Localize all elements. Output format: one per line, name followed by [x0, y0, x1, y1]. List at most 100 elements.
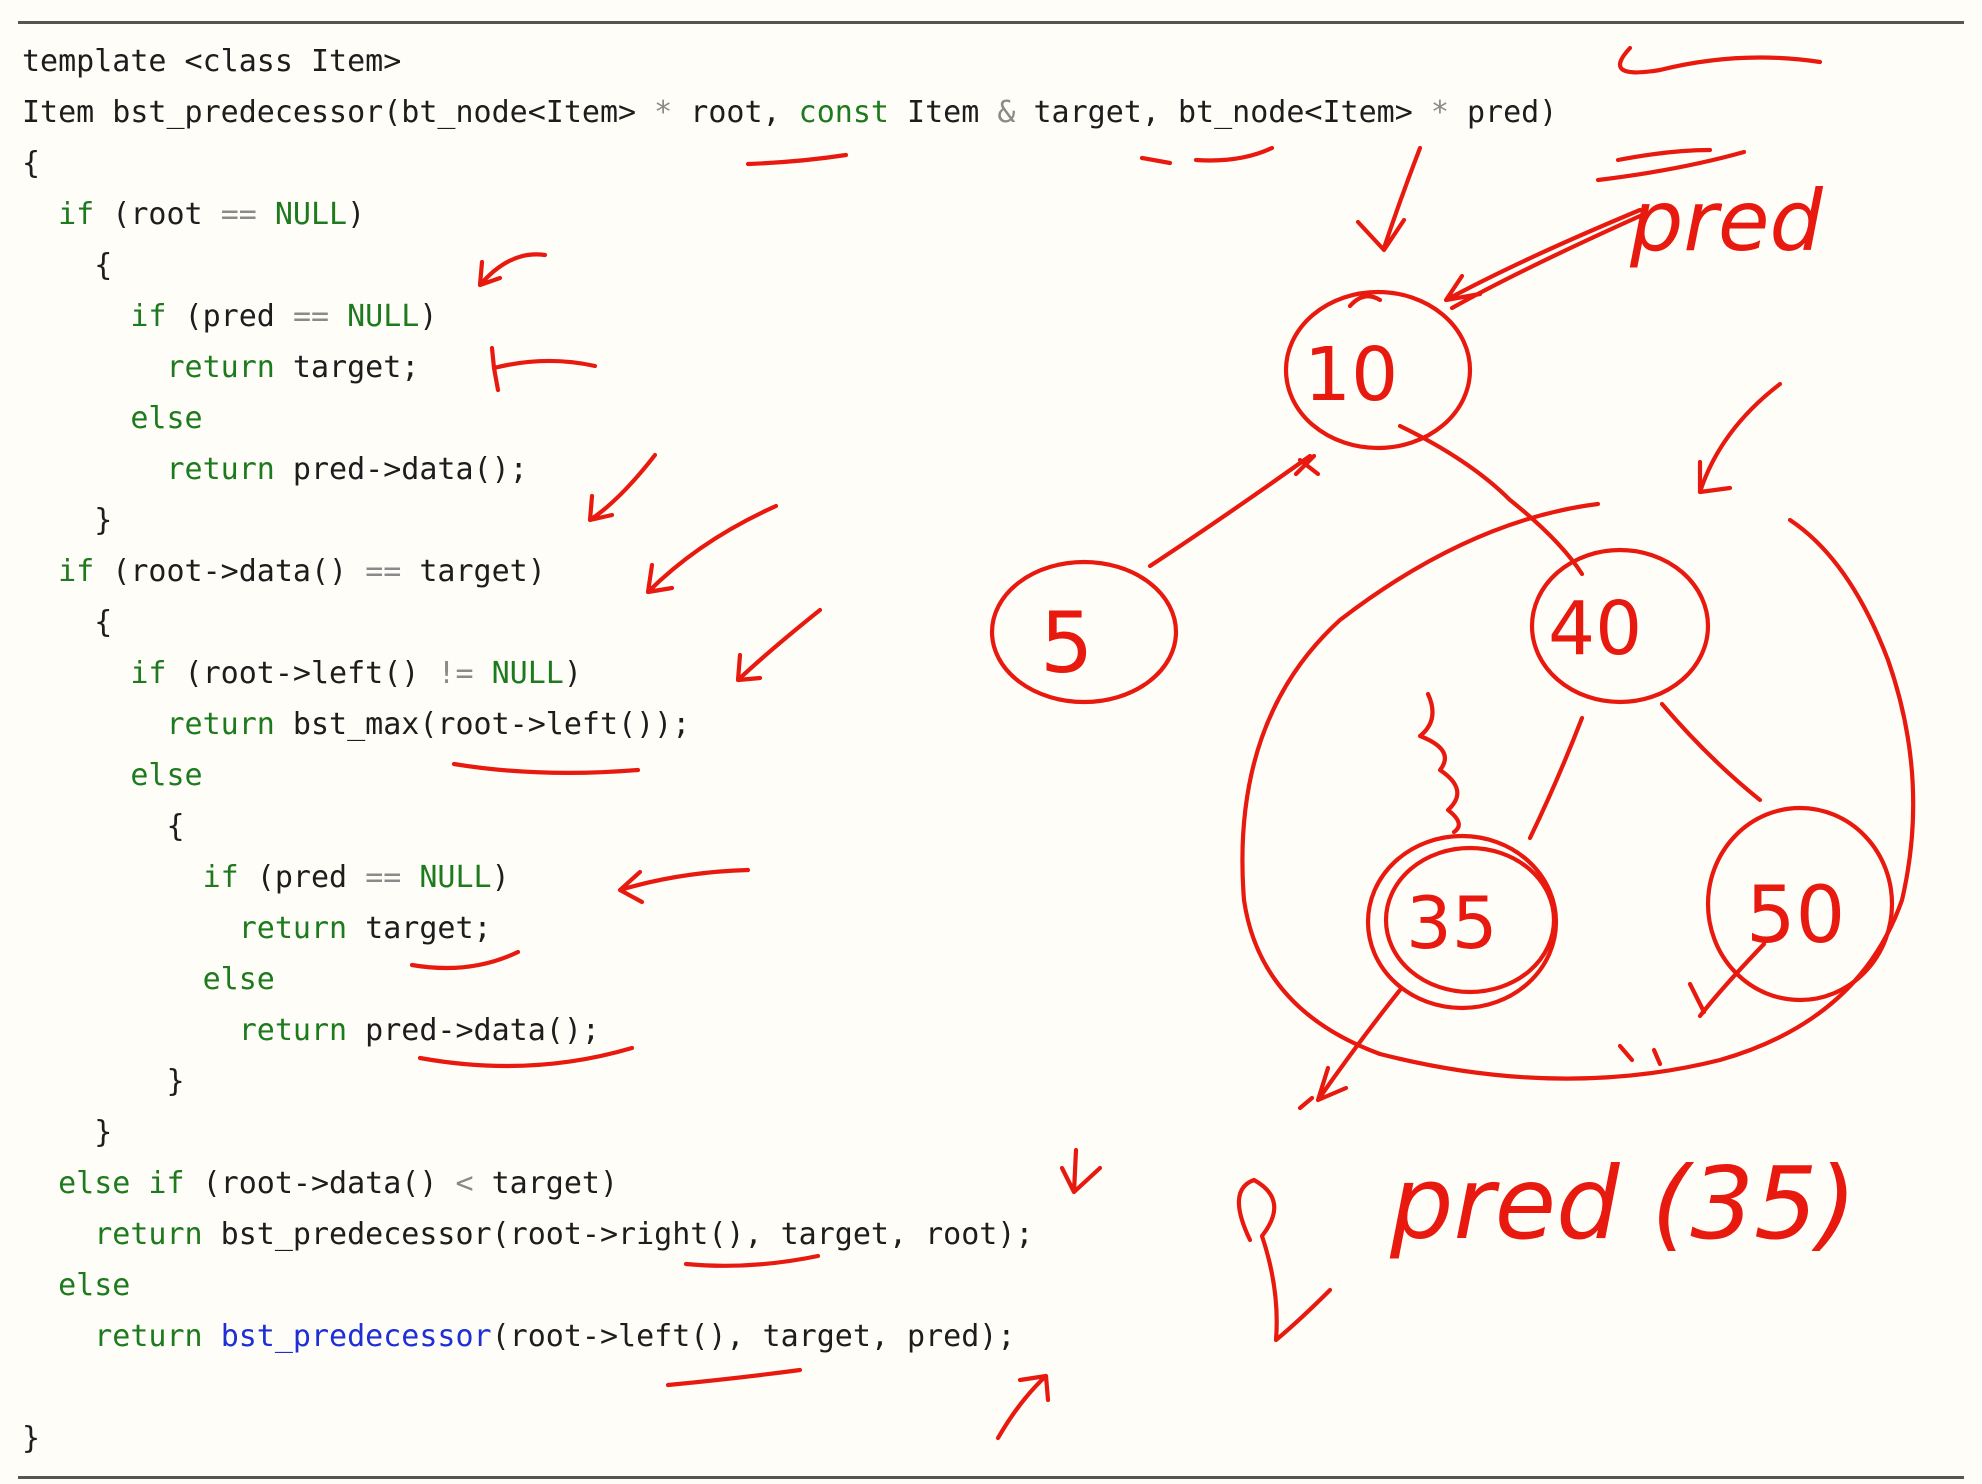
- code-token: if: [202, 860, 239, 895]
- code-line: }: [22, 1107, 1557, 1158]
- code-token: Item: [888, 95, 998, 130]
- node-40-circle: [1529, 547, 1711, 705]
- code-token: (root->data(): [94, 554, 366, 589]
- code-token: pred->data();: [274, 452, 528, 487]
- code-token: if: [130, 656, 167, 691]
- code-token: ==: [365, 554, 402, 589]
- code-token: [22, 656, 130, 691]
- code-token: return: [94, 1217, 203, 1252]
- code-line: Item bst_predecessor(bt_node<Item> * roo…: [22, 87, 1557, 138]
- code-token: else: [58, 1268, 131, 1303]
- code-line: return bst_predecessor(root->left(), tar…: [22, 1311, 1557, 1362]
- code-token: {: [22, 809, 185, 844]
- code-token: [22, 1319, 94, 1354]
- code-line: else if (root->data() < target): [22, 1158, 1557, 1209]
- code-token: [401, 860, 419, 895]
- code-token: }: [22, 503, 113, 538]
- code-token: {: [22, 605, 113, 640]
- code-listing: template <class Item> Item bst_predecesso…: [22, 36, 1557, 1464]
- code-token: target;: [347, 911, 492, 946]
- code-token: else: [130, 758, 203, 793]
- code-line: return bst_predecessor(root->right(), ta…: [22, 1209, 1557, 1260]
- code-token: return: [238, 1013, 348, 1048]
- code-token: if: [58, 554, 95, 589]
- code-token: [22, 860, 203, 895]
- arrow-into-subtree-icon: [1697, 381, 1783, 495]
- code-token: (root->left(), target, pred);: [491, 1319, 1016, 1354]
- code-token: if: [130, 299, 167, 334]
- code-token: target, bt_node<Item>: [1015, 95, 1431, 130]
- code-token: target): [473, 1166, 619, 1201]
- code-token: [22, 554, 58, 589]
- code-token: NULL: [419, 860, 492, 895]
- code-token: [22, 452, 167, 487]
- code-line: return bst_max(root->left());: [22, 699, 1557, 750]
- code-token: bst_predecessor: [220, 1319, 492, 1354]
- code-token: }: [22, 1115, 113, 1150]
- code-token: if: [58, 197, 95, 232]
- top-rule: [18, 21, 1964, 24]
- arrow-50-icon: [1687, 941, 1767, 1019]
- code-token: [22, 1268, 58, 1303]
- code-line: if (root == NULL): [22, 189, 1557, 240]
- code-token: pred->data();: [347, 1013, 600, 1048]
- code-token: ): [347, 197, 366, 232]
- code-line: return target;: [22, 903, 1557, 954]
- code-token: [474, 656, 492, 691]
- code-token: [257, 197, 275, 232]
- code-token: Item bst_predecessor(bt_node<Item>: [22, 95, 655, 130]
- code-token: return: [94, 1319, 203, 1354]
- swoosh-top: [1618, 45, 1823, 75]
- code-line: if (root->data() == target): [22, 546, 1557, 597]
- code-token: (root->left(): [166, 656, 438, 691]
- pred-label: pred: [1629, 172, 1824, 270]
- code-line: {: [22, 240, 1557, 291]
- code-token: const: [798, 95, 889, 130]
- code-token: [22, 1166, 58, 1201]
- code-token: pred): [1448, 95, 1558, 130]
- code-token: NULL: [491, 656, 564, 691]
- code-token: &: [997, 95, 1016, 130]
- code-token: [22, 197, 58, 232]
- code-line: }: [22, 1056, 1557, 1107]
- code-token: ==: [365, 860, 402, 895]
- code-line: else: [22, 393, 1557, 444]
- code-line: else: [22, 1260, 1557, 1311]
- loop-tail: [1617, 1043, 1663, 1067]
- code-line: {: [22, 138, 1557, 189]
- code-token: else if: [58, 1166, 185, 1201]
- code-token: {: [22, 248, 113, 283]
- code-line: {: [22, 597, 1557, 648]
- code-line: return pred->data();: [22, 444, 1557, 495]
- code-token: NULL: [347, 299, 420, 334]
- code-token: [22, 911, 239, 946]
- code-token: template <class Item>: [22, 44, 402, 79]
- code-line: }: [22, 1413, 1557, 1464]
- code-token: root,: [672, 95, 799, 130]
- code-line: else: [22, 954, 1557, 1005]
- code-token: [22, 962, 203, 997]
- code-token: [329, 299, 347, 334]
- edge-40-50: [1659, 701, 1763, 803]
- code-token: return: [166, 707, 275, 742]
- code-token: [22, 1217, 94, 1252]
- node-50-label: 50: [1746, 871, 1845, 961]
- code-token: bst_predecessor(root->right(), target, r…: [202, 1217, 1034, 1252]
- code-token: [203, 1319, 221, 1354]
- code-line: if (pred == NULL): [22, 852, 1557, 903]
- code-token: [22, 299, 130, 334]
- code-token: return: [166, 452, 275, 487]
- code-token: [22, 350, 167, 385]
- code-token: NULL: [274, 197, 348, 232]
- code-token: else: [130, 401, 203, 436]
- code-token: else: [202, 962, 275, 997]
- code-token: ==: [292, 299, 330, 334]
- code-line: {: [22, 801, 1557, 852]
- code-line: if (pred == NULL): [22, 291, 1557, 342]
- code-token: {: [22, 146, 41, 181]
- code-line: template <class Item>: [22, 36, 1557, 87]
- code-token: target;: [274, 350, 420, 385]
- code-token: ): [491, 860, 510, 895]
- code-token: [22, 707, 167, 742]
- code-line: return target;: [22, 342, 1557, 393]
